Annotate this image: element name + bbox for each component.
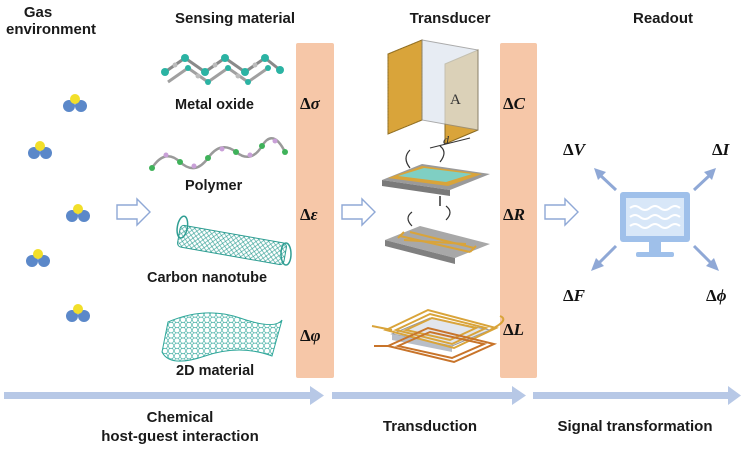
delta-phi-readout-label: Δϕ (706, 286, 727, 305)
gas-molecule-icon (28, 141, 52, 159)
stage-chemical-line-1: Chemical (146, 409, 214, 426)
monitor-icon (620, 192, 690, 257)
carbon-nanotube-icon (176, 215, 292, 266)
readout-arrow-v (594, 168, 618, 192)
delta-f-label: ΔF (563, 286, 586, 305)
delta-sigma-label: Δσ (300, 94, 320, 113)
material-label-polymer: Polymer (185, 178, 243, 194)
readout-arrow-i (692, 168, 716, 192)
hollow-arrow-icon (116, 197, 151, 227)
stage-label-signal-transformation: Signal transformation (557, 418, 713, 435)
gas-molecule-icon (26, 249, 50, 267)
material-label-carbon-nanotube: Carbon nanotube (147, 270, 268, 286)
2d-material-sheet-icon (161, 312, 283, 362)
material-label-2d-material: 2D material (176, 363, 255, 379)
delta-phi-label: Δφ (300, 326, 321, 345)
readout-arrow-f (591, 244, 618, 271)
capacitor-area-letter: A (450, 92, 461, 108)
delta-i-label: ΔI (712, 140, 730, 159)
process-arrow-transduction (332, 386, 526, 405)
inductor-coil-transducer-icon (371, 308, 505, 364)
sensing-parameter-band (296, 43, 334, 378)
header-readout: Readout (633, 10, 693, 27)
process-arrow-chemical (4, 386, 324, 405)
delta-c-label: ΔC (503, 94, 526, 113)
delta-v-label: ΔV (563, 140, 586, 159)
hollow-arrow-icon (341, 197, 376, 227)
readout-arrow-phi (692, 244, 719, 271)
resistive-chip-transducer-icon (382, 145, 490, 206)
transducer-parameter-band (500, 43, 537, 378)
hollow-arrow-icon (544, 197, 579, 227)
delta-l-label: ΔL (503, 320, 525, 339)
delta-epsilon-label: Δε (300, 205, 318, 224)
header-gas-line-1: Gas (23, 4, 53, 21)
header-transducer: Transducer (409, 10, 491, 27)
stage-label-chemical: Chemical host-guest interaction (70, 408, 290, 446)
stage-label-transduction: Transduction (382, 418, 478, 435)
gas-molecule-icon (66, 204, 90, 222)
gas-molecule-icon (63, 94, 87, 112)
delta-r-label: ΔR (503, 205, 526, 224)
process-arrow-signal (533, 386, 741, 405)
gas-molecule-icon (66, 304, 90, 322)
metal-oxide-structure-icon (161, 54, 284, 85)
capacitor-transducer-icon: A d (387, 39, 479, 149)
stage-chemical-line-2: host-guest interaction (101, 428, 259, 445)
capacitor-distance-letter: d (443, 133, 450, 147)
interdigitated-electrode-icon (385, 205, 490, 264)
header-sensing-material: Sensing material (174, 10, 296, 27)
material-label-metal-oxide: Metal oxide (175, 97, 254, 113)
polymer-structure-icon (149, 137, 288, 171)
